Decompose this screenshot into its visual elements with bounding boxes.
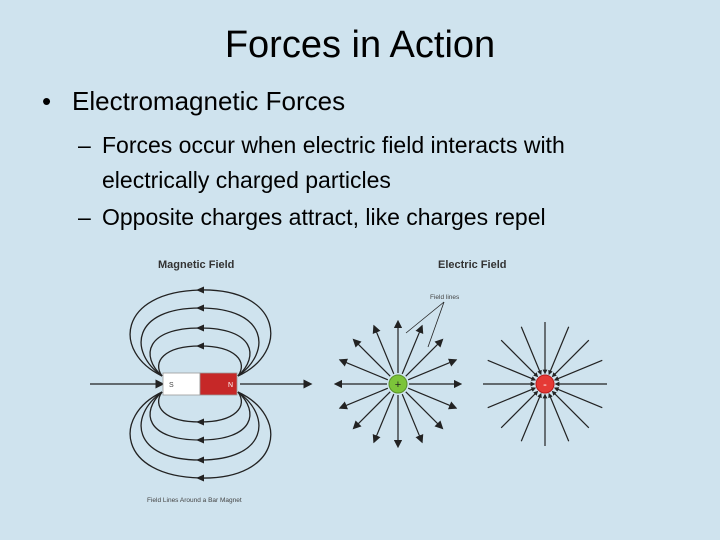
- sub-bullet-dash: –: [78, 204, 91, 230]
- sub-bullet-text: Opposite charges attract, like charges r…: [102, 204, 546, 230]
- field-line: [338, 358, 389, 381]
- sub-bullet-dash: –: [78, 132, 91, 158]
- slide-title: Forces in Action: [224, 24, 496, 66]
- field-lines-label: Field lines: [430, 294, 460, 301]
- field-line: [407, 358, 458, 381]
- positive-charge: [388, 374, 408, 394]
- magnet-north-pole: [199, 372, 238, 396]
- field-lines-pointers: [405, 301, 445, 348]
- field-line: [548, 392, 570, 442]
- field-line: [401, 393, 424, 444]
- field-line: [372, 324, 395, 375]
- field-line: [405, 338, 444, 377]
- field-line: [551, 339, 590, 378]
- magnetic-field-title: Magnetic Field: [158, 259, 234, 271]
- sub-bullet-2: – Opposite charges attract, like charges…: [78, 200, 678, 235]
- field-line: [553, 359, 603, 381]
- bullet-symbol: •: [42, 86, 52, 116]
- field-line: [487, 387, 537, 409]
- field-line: [500, 390, 539, 429]
- field-line: [520, 326, 542, 376]
- field-line: [352, 391, 391, 430]
- main-bullet-text: Electromagnetic Forces: [72, 86, 346, 116]
- sub-bullet-text: Forces occur when electric field interac…: [102, 132, 565, 193]
- magnet-north-label: N: [228, 382, 233, 389]
- negative-field-lines: [483, 322, 607, 446]
- field-line: [520, 392, 542, 442]
- field-line: [372, 393, 395, 444]
- field-line: [548, 326, 570, 376]
- field-line: [553, 387, 603, 409]
- main-bullet: • Electromagnetic Forces: [42, 84, 682, 118]
- negative-charge: [535, 374, 555, 394]
- field-line: [401, 324, 424, 375]
- positive-sign: +: [395, 379, 401, 391]
- magnetic-arrowheads: [196, 286, 204, 482]
- positive-field-lines: [333, 319, 463, 449]
- field-line: [551, 390, 590, 429]
- magnetic-caption: Field Lines Around a Bar Magnet: [147, 497, 242, 504]
- field-line: [405, 391, 444, 430]
- field-line: [500, 339, 539, 378]
- field-line: [407, 387, 458, 410]
- field-line: [338, 387, 389, 410]
- sub-bullet-1: – Forces occur when electric field inter…: [78, 128, 678, 198]
- field-line: [352, 338, 391, 377]
- magnet-south-label: S: [169, 382, 174, 389]
- field-line: [487, 359, 537, 381]
- negative-sign: -: [543, 379, 547, 391]
- electric-field-title: Electric Field: [438, 259, 506, 271]
